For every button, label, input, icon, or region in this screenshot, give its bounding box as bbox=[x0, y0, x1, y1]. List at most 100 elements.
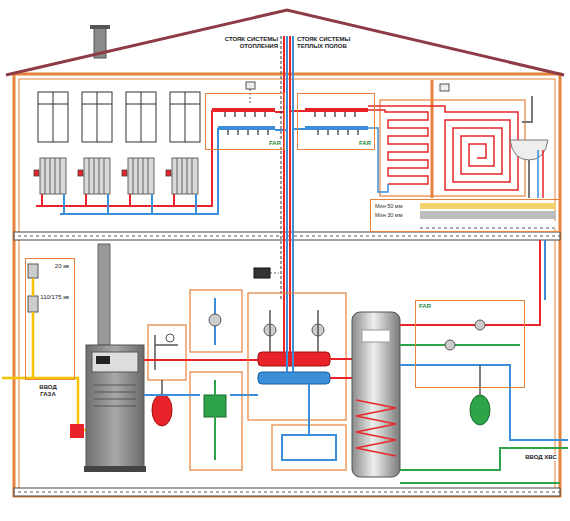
spec-label: 20 кв bbox=[54, 263, 70, 270]
riser-pipe-part bbox=[281, 36, 282, 300]
interior-wall bbox=[432, 80, 433, 198]
note-label: ВВОД ХВС bbox=[524, 454, 558, 461]
radiator-part bbox=[133, 158, 148, 194]
note-label: СТОЯК СИСТЕМЫ ОТОПЛЕНИЯ bbox=[218, 36, 278, 50]
window-part bbox=[185, 92, 186, 142]
window bbox=[38, 92, 200, 142]
gas-meter-part bbox=[28, 296, 38, 312]
spec-label: Мин 30 мм bbox=[374, 212, 403, 218]
manifold-part bbox=[225, 112, 265, 117]
manifold-part bbox=[228, 130, 268, 135]
note-label: СТОЯК СИСТЕМЫ ТЕПЛЫХ ПОЛОВ bbox=[297, 36, 359, 50]
floor-layers-part bbox=[420, 203, 556, 209]
radiator-part bbox=[128, 158, 154, 194]
manifold-part bbox=[212, 108, 275, 112]
boiler-part bbox=[86, 345, 144, 470]
floor-heating-coil-part bbox=[368, 106, 518, 190]
pump-group-part bbox=[190, 372, 242, 470]
window-part bbox=[97, 92, 98, 142]
water-heater-part bbox=[356, 400, 396, 456]
water-heater-part bbox=[330, 359, 352, 378]
water-pipe-part bbox=[475, 320, 485, 330]
manifold-part bbox=[305, 108, 368, 112]
water-pipe-part bbox=[520, 240, 540, 325]
sink-part bbox=[537, 150, 539, 198]
house-roof-part bbox=[90, 25, 110, 29]
window-part bbox=[170, 92, 200, 142]
equipment-box: FAR bbox=[205, 93, 285, 150]
water-pipe-part bbox=[470, 395, 490, 425]
water-pipe-part bbox=[400, 482, 560, 484]
radiator-part bbox=[177, 158, 192, 194]
water-pipe-part bbox=[400, 365, 568, 440]
safety-group-part bbox=[148, 325, 186, 380]
boiler-pipe-part bbox=[144, 394, 258, 396]
window-part bbox=[82, 104, 112, 105]
hydraulic-separator-part bbox=[287, 300, 293, 372]
window-part bbox=[38, 104, 68, 105]
window-part bbox=[82, 92, 112, 142]
water-pipe-part bbox=[400, 448, 568, 470]
thermostat-part bbox=[246, 82, 255, 89]
boiler-part bbox=[84, 466, 146, 472]
boiler-part bbox=[96, 356, 110, 364]
spec-label: Мин 50 мм bbox=[374, 203, 403, 209]
boiler-pipe bbox=[144, 360, 258, 395]
window-part bbox=[38, 92, 68, 142]
pump-group-part bbox=[190, 290, 242, 352]
water-heater-part bbox=[362, 330, 390, 342]
safety-group bbox=[148, 325, 186, 426]
heating-pipe-part bbox=[275, 111, 284, 113]
boiler-part bbox=[92, 352, 138, 372]
floor-heating-coil bbox=[368, 100, 525, 196]
gas-meter-part bbox=[70, 424, 84, 438]
radiator-part bbox=[122, 170, 127, 176]
hydraulic-separator-part bbox=[282, 435, 336, 460]
floor-layers-part bbox=[420, 211, 556, 219]
window-part bbox=[126, 104, 156, 105]
brand-label: FAR bbox=[358, 140, 372, 147]
window-part bbox=[170, 104, 200, 105]
equipment-box: 20 кв 110/175 кв bbox=[25, 258, 75, 380]
radiator-part bbox=[78, 170, 83, 176]
water-pipe bbox=[400, 240, 568, 483]
gas-meter bbox=[2, 264, 88, 438]
gas-meter-part bbox=[28, 264, 38, 278]
window-part bbox=[141, 92, 142, 142]
sink bbox=[510, 96, 548, 198]
equipment-box: FAR bbox=[297, 93, 375, 150]
heating-pipe bbox=[36, 110, 287, 214]
water-heater bbox=[330, 312, 400, 477]
radiator-part bbox=[40, 158, 66, 194]
water-pipe-part bbox=[400, 324, 520, 326]
riser-pipe-part bbox=[293, 36, 305, 300]
boiler bbox=[84, 244, 146, 472]
thermostat-part bbox=[254, 268, 270, 278]
safety-group-part bbox=[152, 394, 172, 426]
heating-pipe-part bbox=[275, 129, 287, 131]
sink-part bbox=[542, 150, 544, 198]
water-pipe-part bbox=[445, 340, 455, 350]
radiator-part bbox=[166, 170, 171, 176]
safety-group-part bbox=[161, 380, 163, 394]
riser-pipe-part bbox=[283, 36, 285, 300]
safety-group-part bbox=[166, 334, 174, 342]
spec-label: 110/175 кв bbox=[39, 294, 70, 301]
manifold-part bbox=[305, 126, 368, 130]
sink-part bbox=[528, 160, 530, 198]
brand-label: FAR bbox=[418, 303, 432, 310]
floor-slab-part bbox=[14, 488, 560, 496]
window-part bbox=[53, 92, 54, 142]
radiator-part bbox=[34, 170, 39, 176]
equipment-box: FAR bbox=[415, 300, 525, 388]
radiator bbox=[34, 158, 198, 194]
pump-group-part bbox=[209, 314, 221, 326]
riser-pipe bbox=[281, 36, 305, 300]
floor-layers bbox=[420, 203, 556, 229]
riser-pipe-part bbox=[290, 36, 305, 300]
interior-wall-part bbox=[431, 80, 434, 198]
gas-meter-part bbox=[2, 278, 88, 430]
floor-heating-coil-part bbox=[368, 128, 388, 192]
